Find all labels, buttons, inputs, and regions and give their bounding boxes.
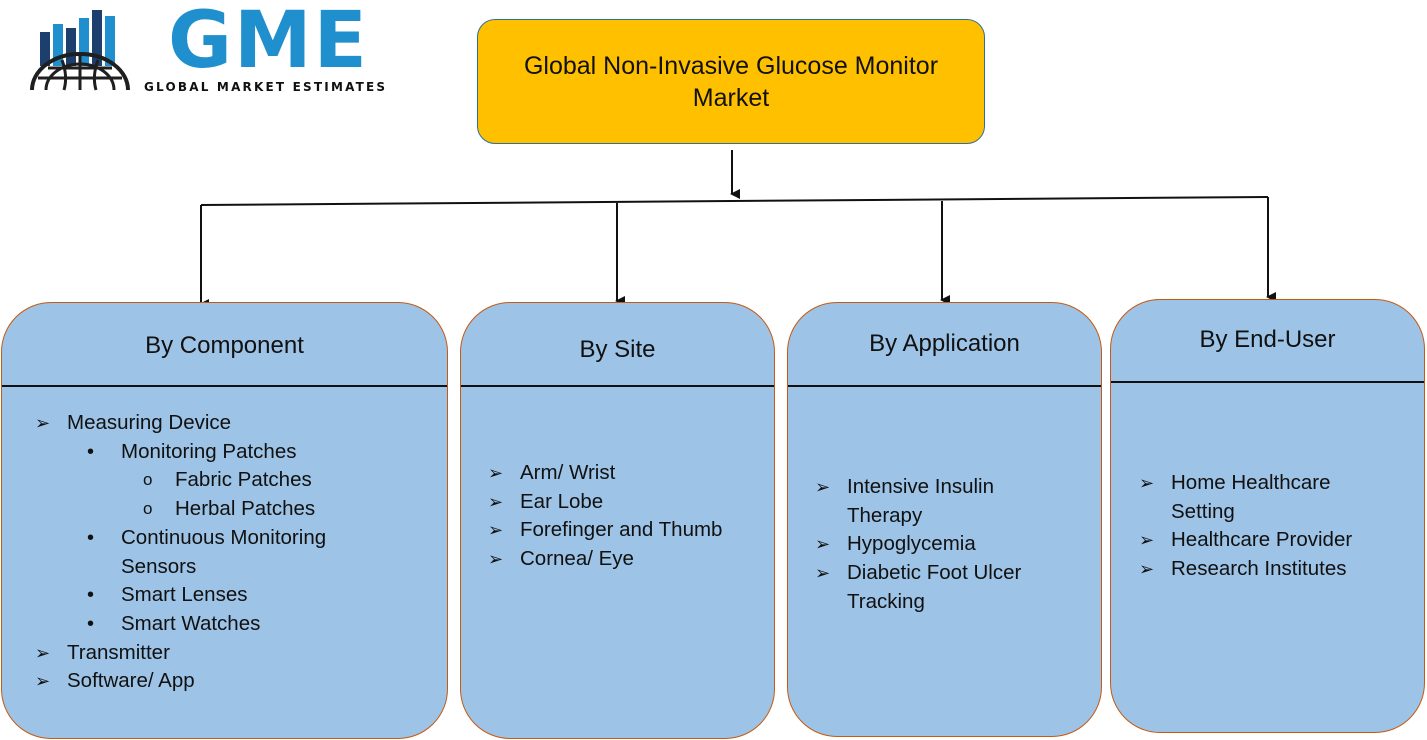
list-item: ➢ Research Institutes [1139, 555, 1352, 584]
list-item-label: Forefinger and Thumb [520, 518, 723, 542]
list-item: • Continuous Monitoring [67, 524, 326, 553]
globe-bars-icon [30, 10, 130, 91]
list-item-label: Ear Lobe [520, 489, 604, 513]
arrow-bullet-icon: ➢ [488, 491, 504, 512]
list-item: ➢ Ear Lobe [488, 488, 722, 517]
list-item: Sensors [67, 553, 326, 582]
list-item-label: Smart Watches [121, 611, 261, 635]
segment-divider [2, 385, 447, 387]
root-node: Global Non-Invasive Glucose Monitor Mark… [477, 19, 985, 144]
list-item-label: Arm/ Wrist [520, 461, 616, 484]
gme-logo: GME GLOBAL MARKET ESTIMATES [28, 0, 393, 96]
list-item-label: Herbal Patches [175, 497, 316, 521]
arrow-bullet-icon: ➢ [488, 520, 504, 541]
list-item: Setting [1171, 498, 1352, 527]
segment-divider [788, 385, 1101, 387]
list-item: • Smart Lenses [67, 581, 326, 610]
horizontal-connector [200, 196, 1269, 206]
list-item: ➢ Software/ App [35, 667, 326, 696]
arrow-bullet-icon: ➢ [815, 477, 831, 497]
segment-title: By Application [869, 330, 1020, 357]
segment-list: ➢ Measuring Device • Monitoring Patches o Fab… [35, 409, 326, 696]
segment-by-site: By Site ➢ Arm/ Wrist ➢ Ear Lobe ➢ Forefinger … [460, 302, 775, 739]
list-item-label: Research Institutes [1171, 557, 1347, 581]
arrow-bullet-icon: ➢ [1139, 530, 1155, 551]
segment-title: By Component [145, 332, 304, 359]
root-title: Global Non-Invasive Glucose Monitor Mark… [523, 51, 939, 112]
arrow-bullet-icon: ➢ [815, 534, 831, 555]
list-item-label: Measuring Device [67, 411, 232, 434]
list-item: ➢ Transmitter [35, 639, 326, 668]
segment-title: By Site [579, 336, 656, 363]
list-item-label: Fabric Patches [175, 468, 312, 492]
list-item-label: Smart Lenses [121, 583, 248, 607]
arrow-bullet-icon: ➢ [1139, 559, 1155, 580]
list-item: • Monitoring Patches [67, 438, 326, 467]
list-item-label: Continuous Monitoring [121, 525, 327, 549]
list-item: Tracking [847, 588, 1021, 617]
list-item: ➢ Measuring Device [35, 409, 326, 438]
list-item-label: Home Healthcare [1171, 471, 1331, 494]
list-item-label: Hypoglycemia [847, 532, 976, 556]
circle-bullet-icon: o [143, 470, 153, 490]
list-item-label: Cornea/ Eye [520, 547, 634, 571]
list-item: ➢ Diabetic Foot Ulcer [815, 559, 1022, 588]
list-item: ➢ Cornea/ Eye [488, 545, 722, 574]
logo-subtitle: GLOBAL MARKET ESTIMATES [144, 80, 388, 94]
list-item: • Smart Watches [67, 610, 326, 639]
list-item-label: Healthcare Provider [1171, 528, 1353, 552]
list-item-label: Transmitter [67, 640, 170, 664]
list-item-label: Sensors [121, 554, 197, 578]
arrow-bullet-icon: ➢ [488, 463, 504, 483]
arrow-bullet-icon: ➢ [1139, 473, 1155, 493]
logo-wordmark: GME [168, 0, 369, 86]
list-item: o Fabric Patches [67, 466, 326, 495]
dot-bullet-icon: • [87, 440, 95, 463]
list-item: ➢ Intensive Insulin [815, 473, 1021, 502]
list-item-label: Intensive Insulin [847, 475, 995, 498]
list-item-label: Therapy [847, 503, 923, 527]
list-item: ➢ Home Healthcare [1139, 469, 1352, 498]
list-item-label: Software/ App [67, 669, 195, 693]
segment-divider [461, 385, 774, 387]
segment-divider [1111, 381, 1424, 383]
list-item-label: Monitoring Patches [121, 439, 297, 463]
list-item-label: Diabetic Foot Ulcer [847, 561, 1022, 585]
arrow-bullet-icon: ➢ [35, 642, 51, 663]
arrow-bullet-icon: ➢ [35, 671, 51, 692]
segment-list: ➢ Arm/ Wrist ➢ Ear Lobe ➢ Forefinger and Thum… [488, 459, 723, 574]
list-item: ➢ Arm/ Wrist [488, 459, 722, 488]
arrow-bullet-icon: ➢ [488, 549, 504, 570]
list-item: Therapy [847, 502, 1021, 531]
list-item: ➢ Forefinger and Thumb [488, 516, 723, 545]
list-item-label: Tracking [847, 589, 925, 613]
list-item: ➢ Healthcare Provider [1139, 526, 1353, 555]
segment-by-component: By Component ➢ Measuring Device • Monitorin… [1, 302, 448, 739]
arrow-bullet-icon: ➢ [35, 413, 51, 433]
segment-title: By End-User [1199, 326, 1336, 353]
dot-bullet-icon: • [87, 584, 95, 607]
dot-bullet-icon: • [87, 612, 95, 635]
list-item: ➢ Hypoglycemia [815, 530, 1021, 559]
arrow-bullet-icon: ➢ [815, 563, 831, 584]
list-item-label: Setting [1171, 499, 1235, 523]
dot-bullet-icon: • [87, 526, 95, 549]
circle-bullet-icon: o [143, 499, 153, 519]
list-item: o Herbal Patches [67, 495, 326, 524]
